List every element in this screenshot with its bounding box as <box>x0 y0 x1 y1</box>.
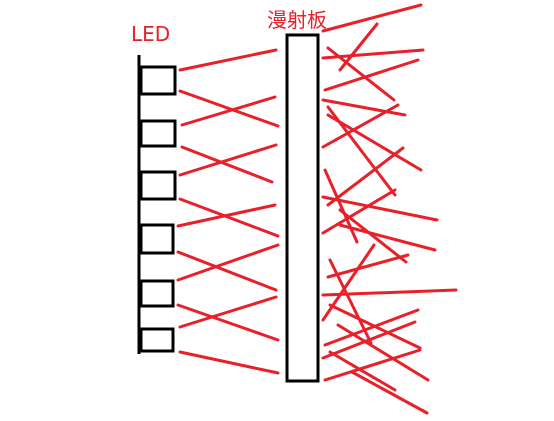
incident-ray <box>178 197 280 238</box>
incident-ray <box>178 143 278 177</box>
incident-ray <box>176 203 277 228</box>
scattered-ray <box>326 253 410 279</box>
led-6 <box>139 327 175 353</box>
scattered-ray <box>321 243 376 322</box>
scattered-ray <box>321 3 423 33</box>
led-4 <box>139 223 175 255</box>
scattered-ray <box>336 323 430 382</box>
incident-ray <box>180 95 277 127</box>
incident-ray <box>178 89 280 128</box>
scattered-ray <box>321 188 397 235</box>
incident-rays <box>176 48 280 375</box>
scattered-ray <box>321 288 458 297</box>
scattered-ray <box>350 370 429 415</box>
scattered-ray <box>321 98 407 117</box>
led-5 <box>139 279 175 308</box>
incident-ray <box>176 303 280 342</box>
scattered-ray <box>338 223 437 252</box>
incident-ray <box>176 243 280 282</box>
incident-ray <box>178 48 278 72</box>
led-label: LED <box>131 22 170 46</box>
scattered-ray <box>321 103 400 149</box>
scattered-ray <box>323 58 420 92</box>
scattered-ray <box>326 113 423 172</box>
scattered-ray <box>328 350 397 392</box>
led-2 <box>139 119 177 148</box>
diffuser-plate <box>285 33 320 383</box>
scattered-ray <box>321 195 439 222</box>
scattered-rays <box>321 3 458 415</box>
scattered-ray <box>338 22 379 72</box>
incident-ray <box>178 350 280 375</box>
scattered-ray <box>321 320 417 360</box>
incident-ray <box>176 250 278 292</box>
led-array <box>139 65 177 353</box>
scattered-ray <box>326 146 405 207</box>
scattered-ray <box>323 308 420 347</box>
diffuser-label: 漫射板 <box>267 8 327 32</box>
scattered-ray <box>323 168 359 244</box>
incident-ray <box>178 295 278 329</box>
incident-ray <box>180 145 274 184</box>
scattered-ray <box>338 208 408 264</box>
scattered-ray <box>321 48 425 60</box>
led-1 <box>139 65 177 96</box>
scattered-ray <box>323 348 422 382</box>
led-3 <box>139 170 177 201</box>
